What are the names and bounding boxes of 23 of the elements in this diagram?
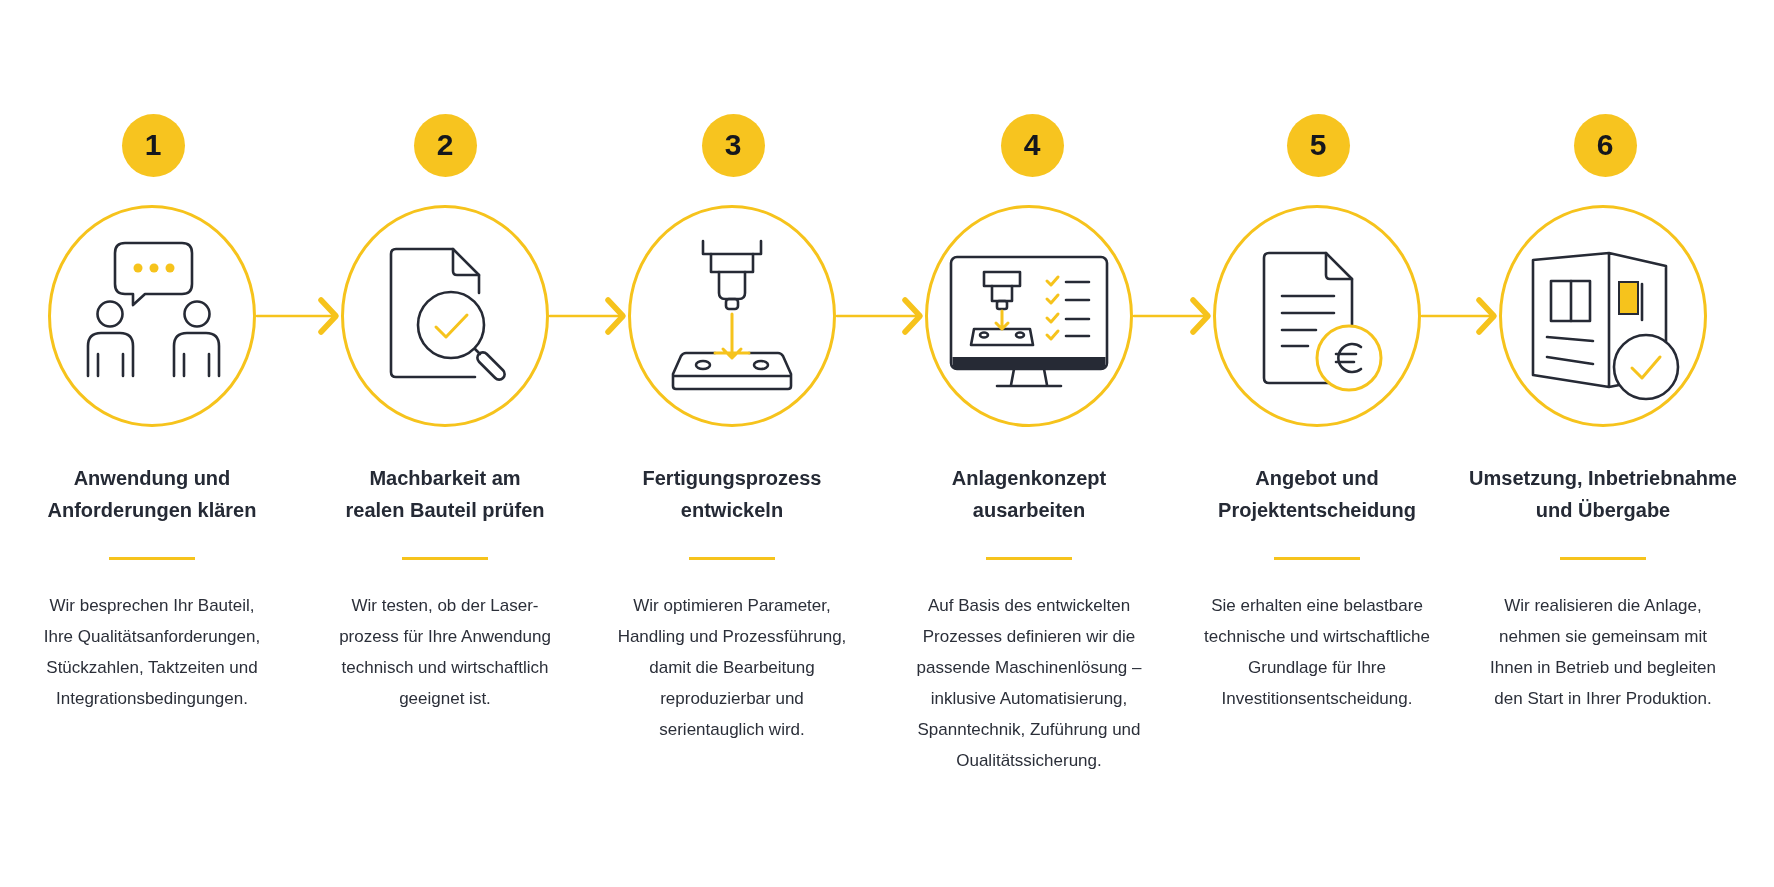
- step-description: Wir optimieren Parameter, Handling und Prozessführung, damit die Bearbeitung reproduzierbar und serientauglich wird.: [617, 596, 847, 739]
- step-number: 5: [1286, 113, 1350, 177]
- step-number: 6: [1573, 113, 1637, 177]
- step-description: Wir besprechen Ihr Bauteil, Ihre Qualitätsanforderungen, Stückzahlen, Taktzeiten und Integrationsbedingungen.: [43, 596, 261, 708]
- step-description: Auf Basis des entwickelten Prozesses definieren wir die passende Maschinenlösung – inklusive Automatisierung, Spanntechnik, Zuführung und Oualitätssicherung.: [916, 596, 1142, 770]
- step-title: Umsetzung, Inbetriebnahme und Übergabe: [1469, 467, 1737, 521]
- step-title: Angebot und Projektentscheidung: [1218, 467, 1416, 521]
- arrow: [1420, 297, 1497, 335]
- step-description: Wir realisieren die Anlage, nehmen sie gemeinsam mit Ihnen in Betrieb und begleiten den Start in Ihrer Produktion.: [1490, 596, 1716, 708]
- arrow: [835, 297, 923, 335]
- step-number: 1: [121, 113, 185, 177]
- step-number: 4: [1000, 113, 1064, 177]
- step-title: Machbarkeit am realen Bauteil prüfen: [345, 467, 545, 521]
- step-title: Anlagenkonzept ausarbeiten: [951, 467, 1107, 521]
- step-description: Wir testen, ob der Laser-prozess für Ihre Anwendung technisch und wirtschaftlich geeignet ist.: [339, 596, 551, 708]
- step-number: 2: [413, 113, 477, 177]
- arrow: [548, 297, 626, 335]
- step-title: Fertigungsprozess entwickeln: [642, 467, 822, 521]
- arrow: [1132, 297, 1211, 335]
- step-title: Anwendung und Anforderungen klären: [47, 467, 257, 521]
- arrow: [255, 297, 339, 335]
- step-number: 3: [701, 113, 765, 177]
- step-description: Sie erhalten eine belastbare technische und wirtschaftliche Grundlage für Ihre Investitionsentscheidung.: [1204, 596, 1430, 708]
